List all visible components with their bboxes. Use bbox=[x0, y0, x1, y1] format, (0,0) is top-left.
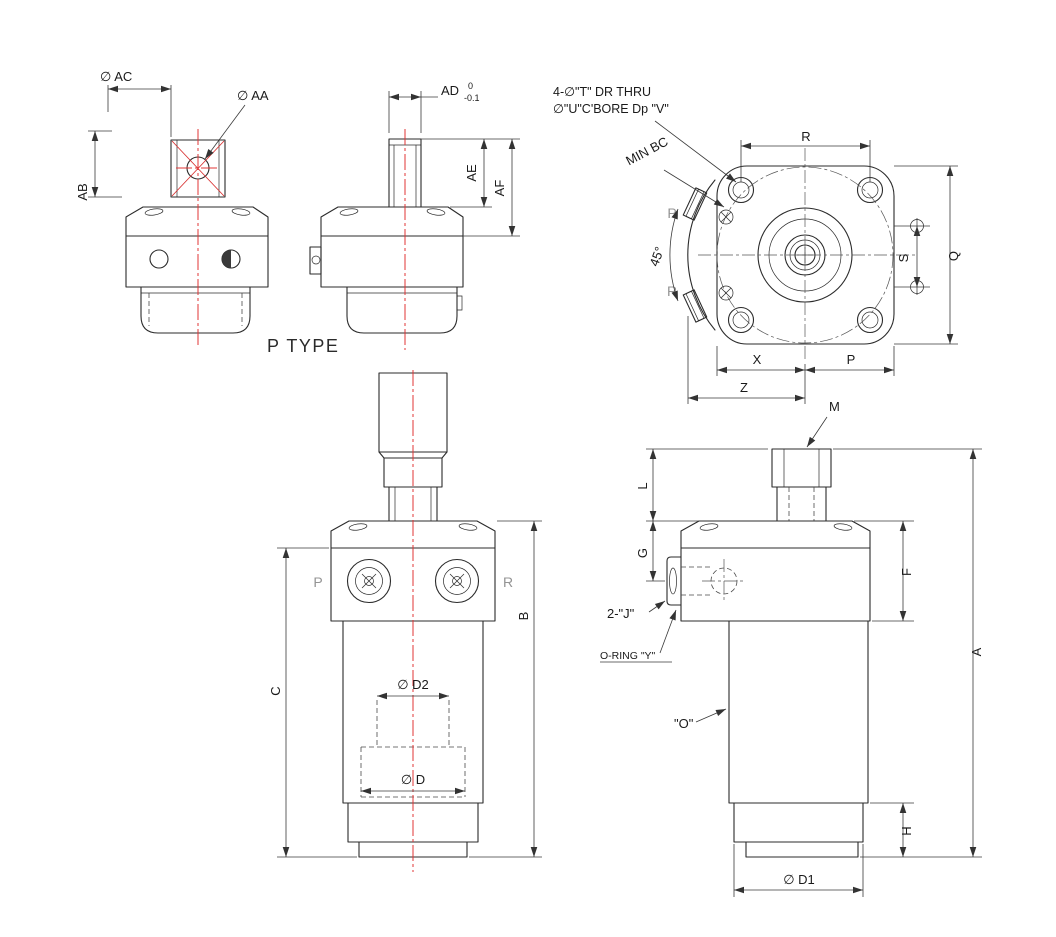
callout-o-ring: O-RING "Y" bbox=[600, 650, 656, 662]
o-ring bbox=[669, 567, 677, 595]
callout-cbore: ∅"U"C'BORE Dp "V" bbox=[553, 102, 669, 116]
port-label-p-front: P bbox=[313, 574, 322, 590]
dim-label-c: C bbox=[268, 686, 283, 695]
port-tab-p bbox=[682, 187, 708, 221]
dim-label-h: H bbox=[899, 826, 914, 835]
view-ptype-front bbox=[125, 129, 269, 346]
view-ptype-side bbox=[309, 129, 464, 350]
view-cylinder-side bbox=[666, 448, 871, 858]
dim-label-f: F bbox=[899, 568, 914, 576]
dim-label-m: M bbox=[829, 399, 840, 414]
port-label-r-front: R bbox=[503, 574, 513, 590]
port-boss bbox=[666, 556, 682, 606]
dim-label-phi-aa: ∅ AA bbox=[237, 88, 269, 103]
dim-label-45: 45° bbox=[646, 245, 667, 269]
port-p-front bbox=[346, 558, 392, 604]
dims-cylinder-front: ∅ D2 ∅ D B C bbox=[268, 520, 542, 858]
dim-label-phi-ac: ∅ AC bbox=[100, 69, 132, 84]
body-silhouette-arc bbox=[687, 179, 716, 331]
dim-label-b: B bbox=[516, 612, 531, 621]
port-label-r-flange: R bbox=[667, 283, 677, 299]
dims-ptype-front: ∅ AC ∅ AA AB bbox=[75, 69, 269, 201]
screw-r bbox=[718, 285, 734, 301]
dim-label-ae: AE bbox=[464, 164, 479, 182]
dim-label-af: AF bbox=[492, 180, 507, 197]
dim-label-phi-d2: ∅ D2 bbox=[397, 677, 429, 692]
port-shade bbox=[222, 250, 231, 268]
dim-label-x: X bbox=[753, 352, 762, 367]
dim-label-z: Z bbox=[740, 380, 748, 395]
bolt-circle bbox=[716, 166, 894, 344]
port-r-front bbox=[434, 558, 480, 604]
callout-o: "O" bbox=[674, 716, 694, 731]
callout-drill-thru: 4-∅"T" DR THRU bbox=[553, 85, 651, 99]
view-title-p-type: P TYPE bbox=[267, 336, 339, 356]
dim-label-a: A bbox=[969, 647, 984, 656]
dim-label-g: G bbox=[635, 548, 650, 558]
dim-label-p: P bbox=[847, 352, 856, 367]
dim-label-ab: AB bbox=[75, 183, 90, 200]
screw-p bbox=[718, 209, 734, 225]
dim-label-ad: AD bbox=[441, 83, 459, 98]
dims-cylinder-side: M L G F A H ∅ D1 2-"J" O-RING "Y" "O" bbox=[600, 399, 984, 897]
port-tab-r bbox=[682, 289, 708, 323]
view-cylinder-front: P R bbox=[313, 370, 513, 872]
dims-ptype-side: AD 0 -0.1 AE AF bbox=[388, 81, 520, 237]
dim-label-phi-d: ∅ D bbox=[401, 772, 425, 787]
dim-label-phi-d1: ∅ D1 bbox=[783, 872, 815, 887]
dim-label-r: R bbox=[801, 129, 810, 144]
dim-label-s: S bbox=[896, 253, 911, 262]
view-flange: P R 45° bbox=[646, 148, 915, 362]
callout-two-j: 2-"J" bbox=[607, 606, 635, 621]
dim-label-ad-tol-upper: 0 bbox=[468, 81, 473, 91]
dim-label-ad-tol-lower: -0.1 bbox=[464, 93, 480, 103]
dim-label-l: L bbox=[635, 482, 650, 489]
dim-label-q: Q bbox=[946, 251, 961, 261]
